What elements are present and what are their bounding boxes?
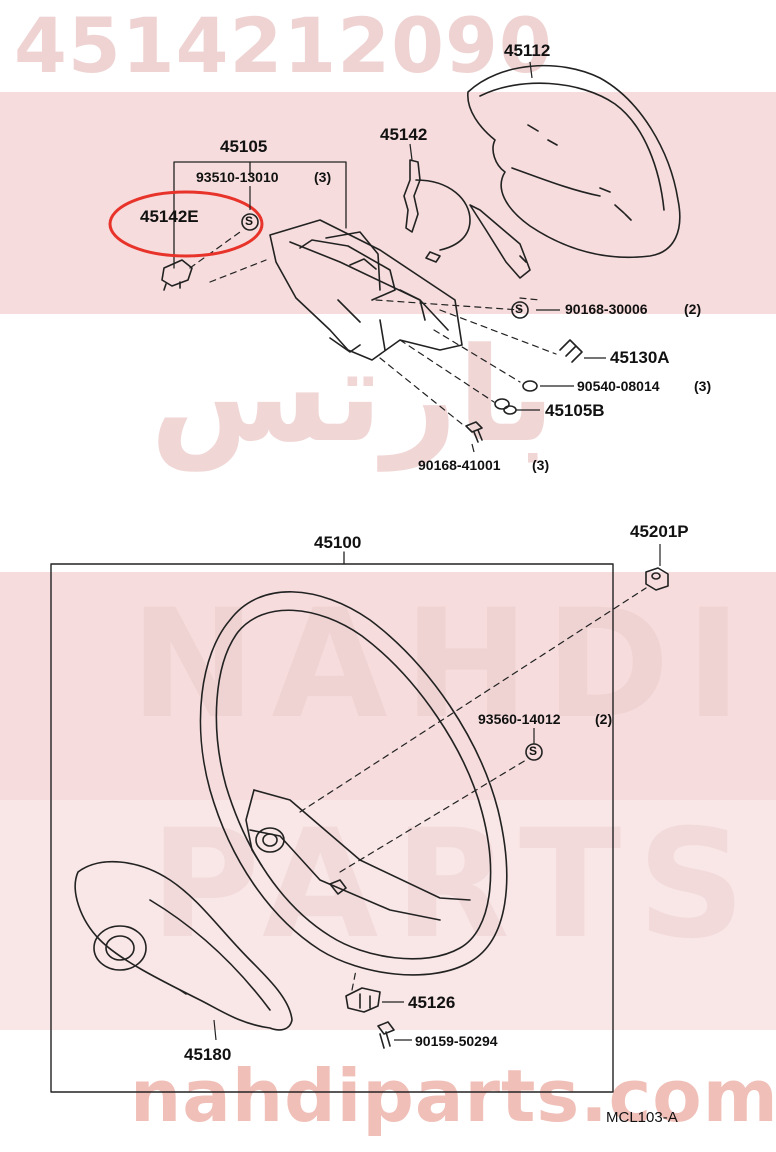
s-marker-glyph-90168: S (515, 302, 524, 316)
label-93510-qty: (3) (314, 169, 332, 185)
label-45105: 45105 (220, 137, 268, 156)
s-marker-glyph-93560: S (529, 744, 538, 758)
label-45142: 45142 (380, 125, 428, 144)
watermark-band-bottom (0, 800, 776, 1030)
label-90168-41001-qty: (3) (532, 457, 550, 473)
collar-45105b (494, 398, 517, 415)
label-45126: 45126 (408, 993, 456, 1012)
watermark-url: nahdiparts.com (130, 1054, 776, 1138)
clip-45142e (161, 259, 193, 291)
label-45105b: 45105B (545, 401, 605, 420)
bracket-45126 (345, 987, 381, 1013)
label-90540-qty: (3) (694, 378, 712, 394)
label-45100: 45100 (314, 533, 362, 552)
horn-bracket-45105 (269, 219, 463, 361)
leader-lines-bottom (299, 587, 647, 991)
screw-90168-41001 (465, 421, 483, 443)
watermark-part-number: 4514212090 (14, 1, 553, 90)
s-marker-93510 (241, 213, 259, 231)
steering-wheel-45100 (199, 591, 508, 976)
label-93510: 93510-13010 (196, 169, 279, 185)
diagram-reference-code: MCL103-A (606, 1109, 678, 1126)
label-93560: 93560-14012 (478, 711, 561, 727)
bracket-box-45105 (173, 161, 347, 269)
label-90168-30006-qty: (2) (684, 301, 702, 317)
highlight-circle-45142e (108, 190, 264, 258)
leader-lines-top (189, 231, 557, 425)
lower-cover-45180 (74, 860, 293, 1031)
washer-90540 (522, 380, 538, 392)
wheel-box-45100 (50, 563, 614, 1093)
s-marker-glyph-93510: S (245, 214, 254, 228)
label-93560-qty: (2) (595, 711, 613, 727)
spring-45130a (559, 339, 583, 363)
label-90168-41001: 90168-41001 (418, 457, 501, 473)
label-45201p: 45201P (630, 522, 689, 541)
label-45112: 45112 (504, 41, 551, 60)
pad-cover-45112 (467, 64, 681, 259)
bracket-45142 (403, 159, 531, 279)
label-90159: 90159-50294 (415, 1033, 498, 1049)
label-45142e: 45142E (140, 207, 199, 226)
screw-90159-50294 (377, 1021, 395, 1049)
label-90168-30006: 90168-30006 (565, 301, 648, 317)
label-90540: 90540-08014 (577, 378, 660, 394)
watermark-band-middle (0, 572, 776, 800)
label-45130a: 45130A (610, 348, 670, 367)
nut-45201p (645, 567, 669, 591)
label-45180: 45180 (184, 1045, 232, 1064)
